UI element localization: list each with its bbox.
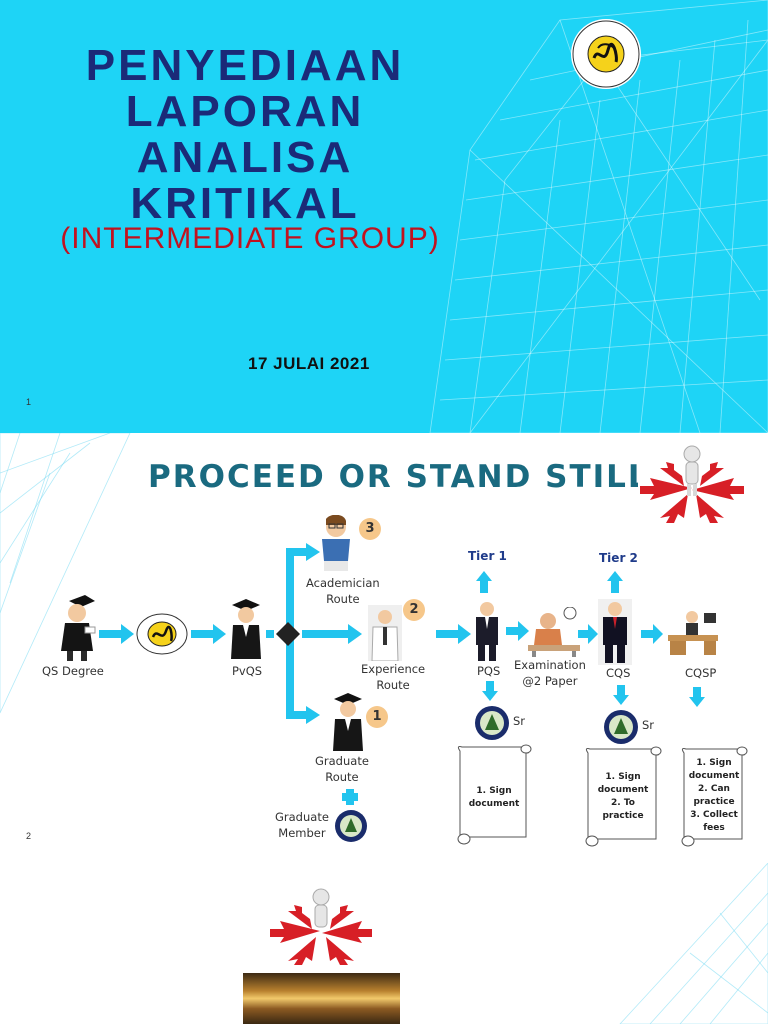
graduate-route-icon <box>330 691 366 751</box>
lembaga-seal-logo <box>570 18 642 90</box>
scroll-line: document <box>590 784 656 797</box>
pqs-businessman-icon <box>474 601 500 661</box>
scroll-line: fees <box>686 822 742 835</box>
label-line: Route <box>315 769 369 785</box>
scroll-line: 2. To <box>590 797 656 810</box>
slide-partial <box>0 863 768 1024</box>
label-academician-route: Academician Route <box>306 575 380 607</box>
academician-figure-icon <box>316 515 356 573</box>
scroll-pqs: 1. Sign document <box>456 741 532 845</box>
label-line: Graduate <box>275 809 329 825</box>
title-line-1: PENYEDIAAN <box>0 43 490 89</box>
title-line-4: KRITIKAL <box>0 181 490 227</box>
title-line-3: ANALISA <box>0 135 490 181</box>
scroll-line: document <box>462 798 526 811</box>
scroll-cqsp: 1. Sign document 2. Can practice 3. Coll… <box>680 743 748 847</box>
label-tier-1: Tier 1 <box>468 549 507 563</box>
lembaga-logo-small <box>136 613 188 655</box>
scroll-line: 1. Sign <box>462 785 526 798</box>
step-badge-3: 3 <box>359 518 381 540</box>
cqs-businessman-icon <box>598 599 632 665</box>
slide-number: 2 <box>26 831 31 841</box>
label-line: Route <box>306 591 380 607</box>
label-line: Experience <box>361 661 425 677</box>
label-sr-1: Sr <box>513 713 525 729</box>
cqsp-office-desk-icon <box>668 609 718 655</box>
label-cqs: CQS <box>606 665 630 681</box>
pvqs-graduate-icon <box>228 597 264 659</box>
label-experience-route: Experience Route <box>361 661 425 693</box>
step-badge-1: 1 <box>366 706 388 728</box>
label-pqs: PQS <box>477 663 500 679</box>
label-cqsp: CQSP <box>685 665 716 681</box>
title-line-2: LAPORAN <box>0 89 490 135</box>
scroll-cqs: 1. Sign document 2. To practice <box>584 743 662 847</box>
graduate-figure-icon <box>55 593 99 663</box>
scroll-line: practice <box>686 796 742 809</box>
scroll-line: 1. Sign <box>686 757 742 770</box>
thinking-man-red-arrows <box>270 883 372 965</box>
slide-number: 1 <box>26 397 31 407</box>
step-badge-2: 2 <box>403 599 425 621</box>
scroll-line: practice <box>590 810 656 823</box>
label-line: Member <box>275 825 329 841</box>
label-line: Graduate <box>315 753 369 769</box>
examination-student-icon <box>528 607 580 657</box>
scroll-line: document <box>686 770 742 783</box>
subtitle: (INTERMEDIATE GROUP) <box>0 222 500 256</box>
label-line: Academician <box>306 575 380 591</box>
slide-flowchart: PROCEED OR STAND STILL <box>0 433 768 863</box>
label-line: @2 Paper <box>514 673 586 689</box>
label-qs-degree: QS Degree <box>42 663 104 679</box>
slide-title: PENYEDIAAN LAPORAN ANALISA KRITIKAL (INT… <box>0 0 768 433</box>
sr-seal-icon-1 <box>474 705 510 741</box>
rism-seal-icon <box>334 809 368 843</box>
experience-professional-icon <box>368 605 402 661</box>
label-sr-2: Sr <box>642 717 654 733</box>
label-graduate-member: Graduate Member <box>275 809 329 841</box>
scroll-line: 2. Can <box>686 783 742 796</box>
label-pvqs: PvQS <box>232 663 262 679</box>
label-line: Route <box>361 677 425 693</box>
scroll-line: 3. Collect <box>686 809 742 822</box>
label-graduate-route: Graduate Route <box>315 753 369 785</box>
label-examination: Examination @2 Paper <box>514 657 586 689</box>
label-line: Examination <box>514 657 586 673</box>
label-tier-2: Tier 2 <box>599 551 638 565</box>
presentation-date: 17 JULAI 2021 <box>248 354 370 374</box>
landscape-photo <box>243 973 400 1024</box>
scroll-line: 1. Sign <box>590 771 656 784</box>
sr-seal-icon-2 <box>603 709 639 745</box>
